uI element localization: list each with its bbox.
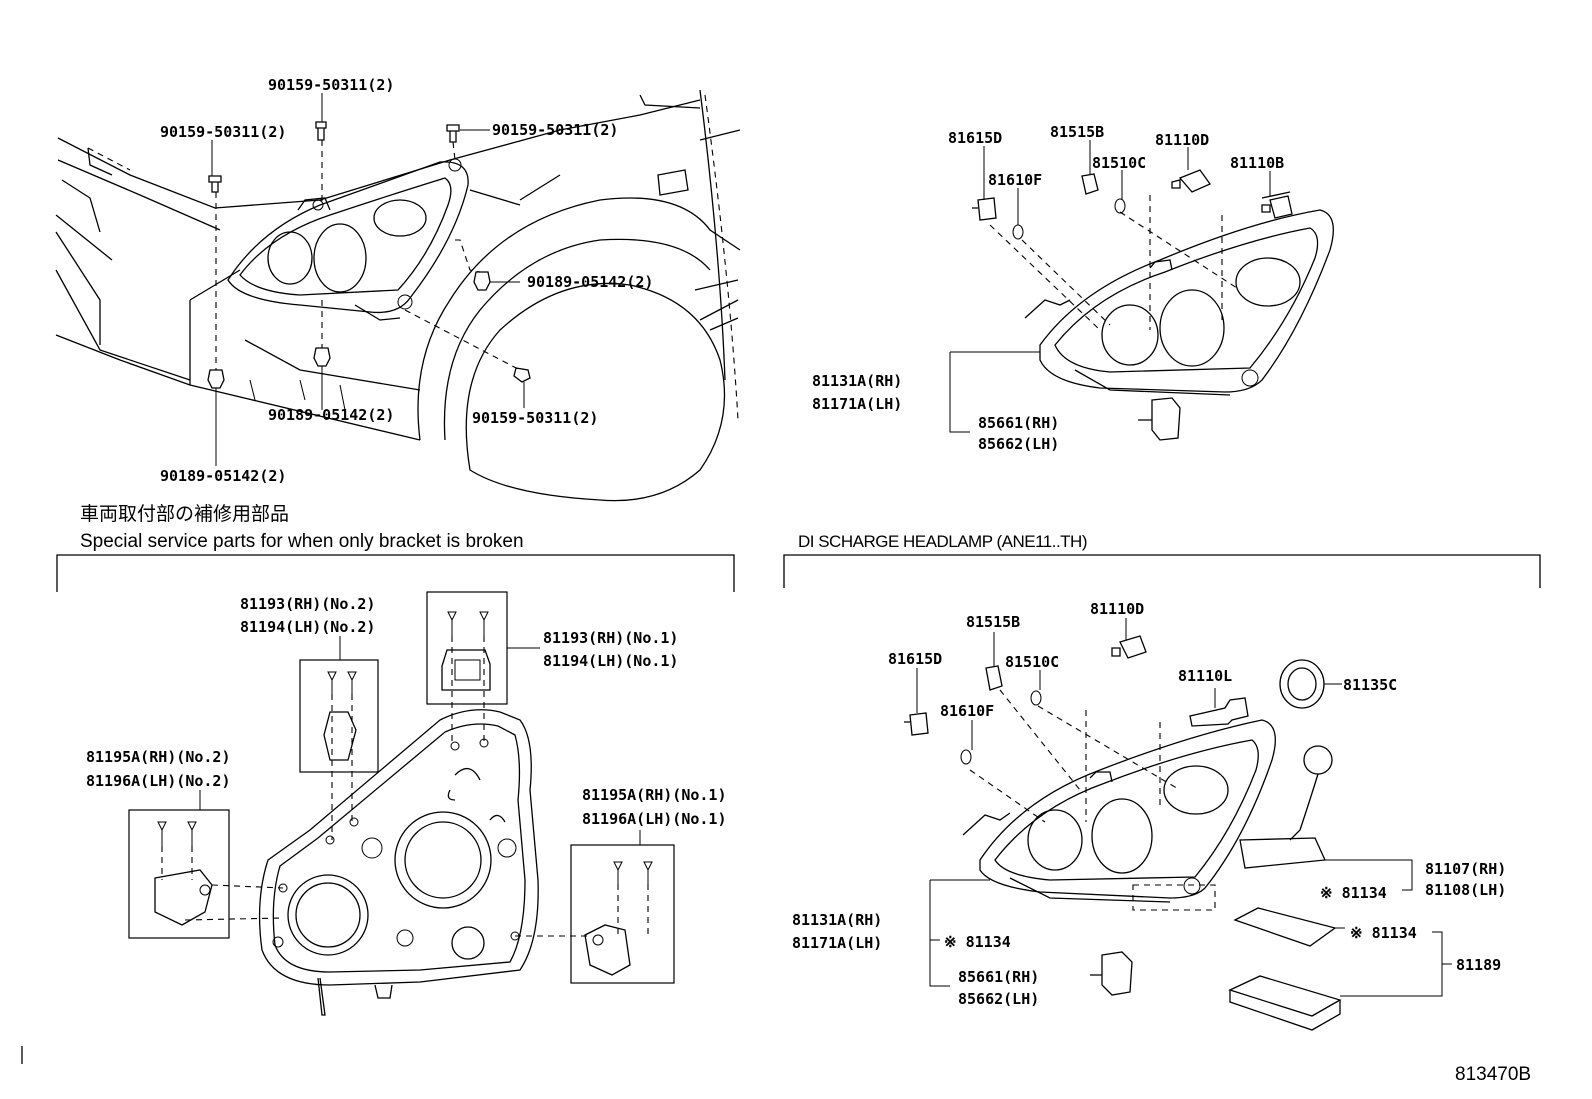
label-dc-lamp-rh: 81131A(RH): [792, 911, 882, 929]
label-dc-ballast-rh: 81107(RH): [1425, 860, 1506, 878]
label-dc-81510c: 81510C: [1005, 653, 1059, 671]
label-81196a-no2: 81196A(LH)(No.2): [86, 772, 231, 790]
vehicle-front-drawing: [55, 89, 741, 502]
label-nut-center: 90189-05142(2): [268, 406, 394, 424]
hid-bulb-icon: [1189, 697, 1249, 727]
label-dc-lamp-lh: 81171A(LH): [792, 934, 882, 952]
actuator-icon: [1090, 951, 1133, 996]
socket-icon: [972, 197, 997, 221]
label-dc-81134-c: ※ 81134: [1350, 924, 1417, 942]
label-actuator-lh: 85662(LH): [978, 435, 1059, 453]
screw-icon: [479, 611, 489, 636]
bulb-icon: [1114, 198, 1126, 214]
screw-icon: [613, 861, 623, 884]
label-dc-81515b: 81515B: [966, 613, 1020, 631]
socket-icon: [904, 712, 929, 736]
label-dc-81134-b: ※ 81134: [944, 933, 1011, 951]
label-81196a-no1: 81196A(LH)(No.1): [582, 810, 727, 828]
bolt-icon: [315, 121, 327, 141]
bracket-section-bracket: [56, 554, 735, 592]
label-81193-no1: 81193(RH)(No.1): [543, 629, 678, 647]
socket-icon: [985, 665, 1003, 691]
screw-icon: [187, 821, 197, 846]
nut-icon: [473, 271, 491, 291]
label-nut-left: 90189-05142(2): [160, 467, 286, 485]
label-81610f: 81610F: [988, 171, 1042, 189]
label-bolt-left: 90159-50311(2): [160, 123, 286, 141]
bulb-icon: [1171, 169, 1211, 193]
label-81193-no2: 81193(RH)(No.2): [240, 595, 375, 613]
ballast-icon: [1239, 837, 1326, 869]
bulb-icon: [1261, 191, 1291, 199]
label-bolt-fender: 90159-50311(2): [472, 409, 598, 427]
label-dc-ballast-lh: 81108(LH): [1425, 881, 1506, 899]
label-81194-no2: 81194(LH)(No.2): [240, 618, 375, 636]
label-lamp-lh: 81171A(LH): [812, 395, 902, 413]
nut-icon: [207, 369, 225, 389]
figure-code: 813470B: [1455, 1064, 1531, 1085]
label-dc-81110d: 81110D: [1090, 600, 1144, 618]
bulb-icon: [960, 749, 972, 765]
label-81615d: 81615D: [948, 129, 1002, 147]
bulb-icon: [1012, 224, 1024, 240]
label-dc-actuator-lh: 85662(LH): [958, 990, 1039, 1008]
case-icon: [1228, 975, 1342, 1031]
label-dc-81135c: 81135C: [1343, 676, 1397, 694]
nut-icon: [313, 347, 331, 367]
socket-icon: [1261, 195, 1293, 219]
label-81510c: 81510C: [1092, 154, 1146, 172]
label-dc-81189: 81189: [1456, 956, 1501, 974]
bracket-section-title-jp: 車両取付部の補修用部品: [80, 503, 289, 525]
label-81194-no1: 81194(LH)(No.1): [543, 652, 678, 670]
bolt-icon: [513, 367, 531, 383]
label-bolt-top: 90159-50311(2): [268, 76, 394, 94]
label-dc-81110l: 81110L: [1178, 667, 1232, 685]
cap-icon: [1279, 659, 1325, 709]
headlamp-assembly-drawing: [949, 140, 1334, 441]
label-81110b: 81110B: [1230, 154, 1284, 172]
discharge-section-bracket: [783, 554, 1541, 588]
label-dc-81134-a: ※ 81134: [1320, 884, 1387, 902]
label-81195a-no1: 81195A(RH)(No.1): [582, 786, 727, 804]
label-81515b: 81515B: [1050, 123, 1104, 141]
label-dc-actuator-rh: 85661(RH): [958, 968, 1039, 986]
label-bolt-right: 90159-50311(2): [492, 121, 618, 139]
igniter-icon: [1289, 745, 1333, 841]
screw-icon: [447, 611, 457, 636]
label-81195a-no2: 81195A(RH)(No.2): [86, 748, 231, 766]
label-81110d: 81110D: [1155, 131, 1209, 149]
housing-rear-drawing: [128, 591, 675, 1016]
bolt-icon: [208, 175, 222, 193]
actuator-icon: [1138, 397, 1181, 441]
bracket-section-title-en: Special service parts for when only brac…: [80, 531, 524, 552]
screw-icon: [347, 671, 357, 694]
label-dc-81615d: 81615D: [888, 650, 942, 668]
discharge-section-title: DI SCHARGE HEADLAMP (ANE11..TH): [798, 532, 1087, 551]
screw-icon: [643, 861, 653, 884]
label-dc-81610f: 81610F: [940, 702, 994, 720]
bulb-icon: [1030, 690, 1042, 706]
bolt-icon: [446, 124, 460, 143]
bulb-icon: [1111, 635, 1147, 659]
label-nut-right: 90189-05142(2): [527, 273, 653, 291]
gasket-icon: [1233, 907, 1337, 947]
label-actuator-rh: 85661(RH): [978, 414, 1059, 432]
discharge-headlamp-drawing: [904, 618, 1452, 1031]
screw-icon: [327, 671, 337, 694]
socket-icon: [1081, 173, 1099, 195]
screw-icon: [157, 821, 167, 846]
label-lamp-rh: 81131A(RH): [812, 372, 902, 390]
